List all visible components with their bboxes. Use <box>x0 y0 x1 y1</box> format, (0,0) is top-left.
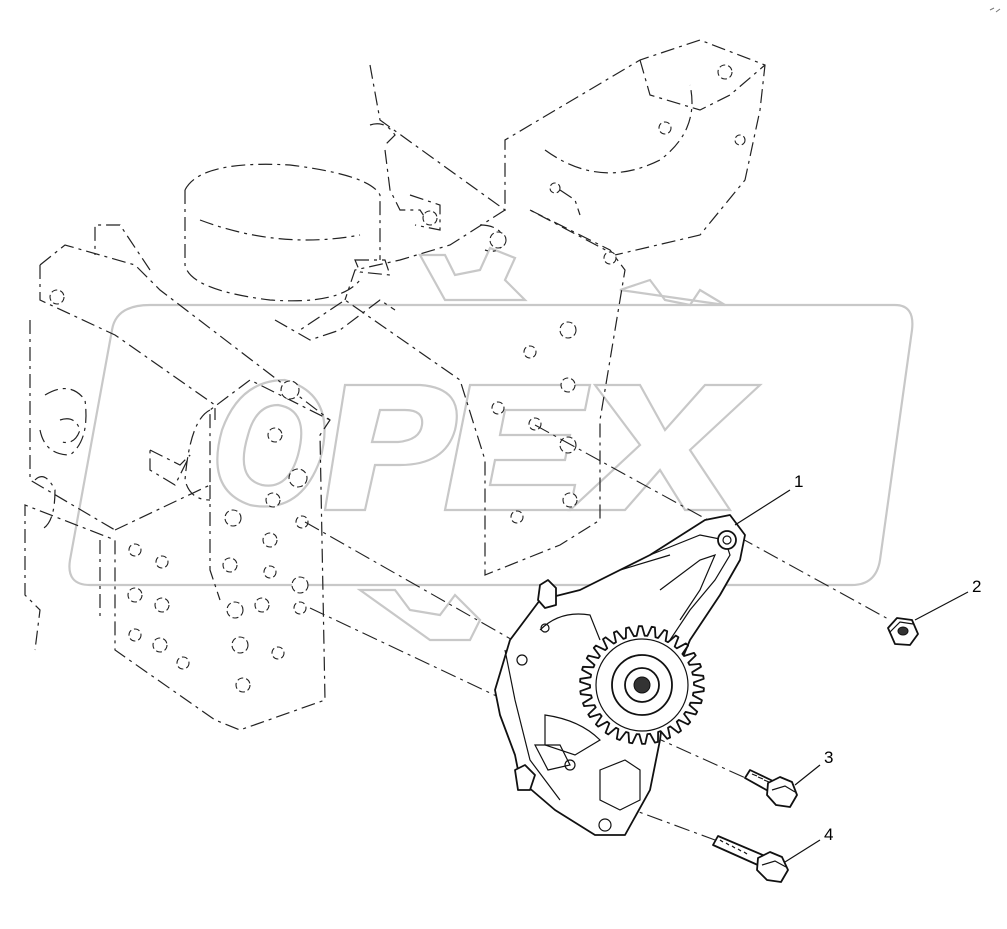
short-flange-bolt <box>744 769 798 808</box>
leader-1 <box>734 489 791 526</box>
leader-3 <box>794 764 821 786</box>
assembly-axes <box>304 424 891 841</box>
leader-4 <box>784 839 821 863</box>
hex-nut <box>887 617 919 646</box>
callout-4: 4 <box>824 825 833 844</box>
callout-1: 1 <box>794 472 803 491</box>
pump-drive-gear <box>579 625 705 745</box>
long-flange-bolt <box>712 835 789 883</box>
callout-3: 3 <box>824 748 833 767</box>
oil-pump-assembly <box>494 514 746 836</box>
engine-block-phantom <box>24 39 766 731</box>
watermark-opex <box>68 246 914 642</box>
leader-2 <box>914 591 969 621</box>
corner-registration-mark <box>989 7 1001 13</box>
callouts: 1 2 3 4 <box>734 472 981 863</box>
callout-2: 2 <box>972 577 981 596</box>
